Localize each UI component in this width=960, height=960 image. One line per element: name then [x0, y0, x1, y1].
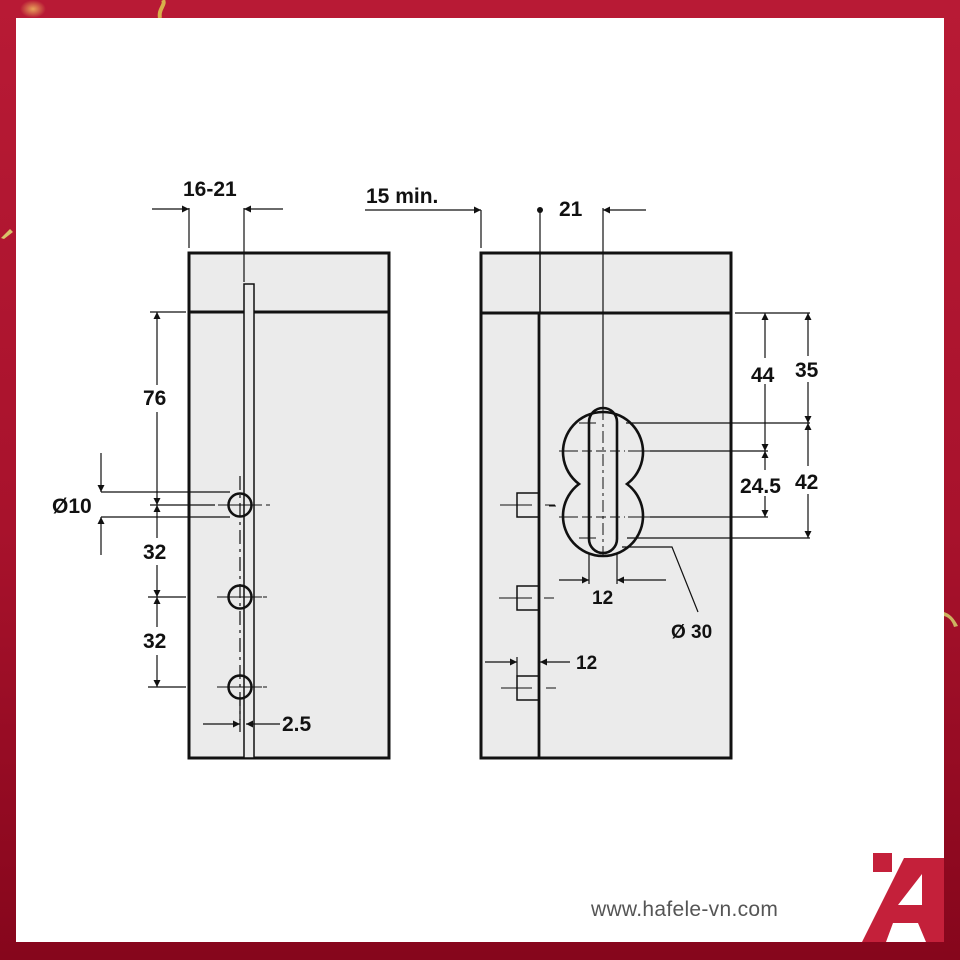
label-42: 42	[795, 471, 818, 494]
label-24-5: 24.5	[740, 475, 781, 498]
screw-hole-2	[499, 585, 554, 611]
screw-hole-3	[501, 675, 556, 701]
label-dia-10: Ø10	[52, 495, 92, 518]
label-15-min: 15 min.	[366, 185, 438, 208]
label-dia-30: Ø 30	[671, 622, 712, 643]
label-32-b: 32	[143, 630, 166, 653]
label-slot-12: 12	[592, 588, 613, 609]
label-76: 76	[143, 387, 166, 410]
hafele-logo	[862, 853, 944, 942]
hole-3	[217, 674, 267, 700]
drawing-frame: 16-21 76 Ø10 32 32 2.5	[16, 18, 944, 942]
hole-1	[218, 492, 270, 518]
label-32-a: 32	[143, 541, 166, 564]
technical-drawing: 16-21 76 Ø10 32 32 2.5	[52, 178, 944, 942]
website-url[interactable]: www.hafele-vn.com	[591, 898, 779, 921]
hole-2	[217, 584, 267, 610]
screw-hole-1	[500, 492, 555, 518]
label-2-5: 2.5	[282, 713, 312, 736]
confetti-decoration-top	[155, 0, 166, 19]
confetti-glow	[20, 0, 46, 18]
right-view	[365, 206, 812, 760]
left-view	[97, 205, 391, 760]
label-44: 44	[751, 364, 775, 387]
label-21: 21	[559, 198, 583, 221]
confetti-decoration-right	[944, 610, 960, 633]
left-slot	[243, 283, 255, 759]
label-screw-12: 12	[576, 653, 597, 674]
label-16-21: 16-21	[183, 178, 237, 201]
confetti-decoration-left	[0, 226, 14, 245]
label-35: 35	[795, 359, 819, 382]
